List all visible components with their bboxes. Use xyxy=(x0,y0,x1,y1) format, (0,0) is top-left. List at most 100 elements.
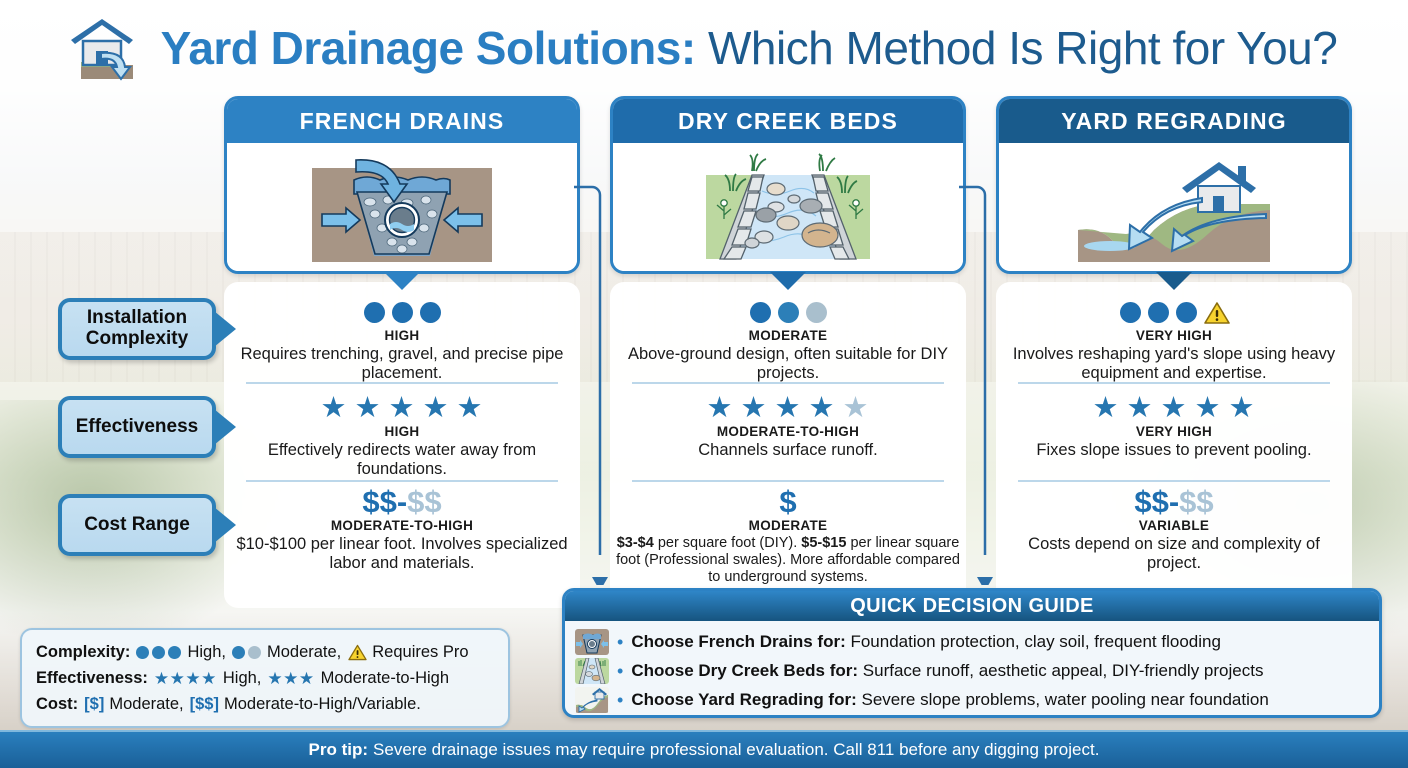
pro-tip-label: Pro tip: xyxy=(308,740,369,759)
complexity-desc-yard-regrading: Involves reshaping yard's slope using he… xyxy=(1012,345,1336,383)
legend-cost-one-text: Moderate, xyxy=(109,695,184,714)
complexity-dots-yard-regrading xyxy=(996,298,1352,326)
cost-symbol-dark: $$ xyxy=(362,483,397,519)
house-with-drainage-arrow-icon xyxy=(70,13,143,83)
quick-guide-text-french-drains: Choose French Drains for: Foundation pro… xyxy=(631,632,1221,652)
dot-filled xyxy=(391,301,413,323)
dot-filled xyxy=(363,301,385,323)
yard-regrading-thumb-icon xyxy=(575,686,609,713)
warning-triangle-icon xyxy=(1203,301,1230,324)
dot-filled xyxy=(1119,301,1141,323)
star-filled: ★ xyxy=(1194,391,1222,424)
effectiveness-desc-french-drains: Effectively redirects water away from fo… xyxy=(267,441,537,479)
complexity-rating-yard-regrading: VERY HIGH xyxy=(1135,328,1213,343)
legend-complexity-label: Complexity: xyxy=(36,643,131,661)
column-card-dry-creek-beds[interactable]: DRY CREEK BEDS xyxy=(610,96,966,274)
connector-dry-to-regrading xyxy=(959,185,993,585)
divider xyxy=(632,382,944,384)
row-label-cost-range[interactable]: Cost Range xyxy=(58,494,216,556)
divider xyxy=(1018,480,1330,482)
cost-symbol-separator: - xyxy=(1168,483,1180,519)
legend-complexity-moderate-text: Moderate, xyxy=(266,643,342,661)
quick-guide-text-yard-regrading: Choose Yard Regrading for: Severe slope … xyxy=(631,690,1269,710)
cost-symbols-yard-regrading: $$ - $$ xyxy=(996,483,1352,519)
divider xyxy=(246,480,558,482)
legend-stars-high: ★★★★ xyxy=(153,668,217,688)
dot-filled xyxy=(136,646,150,660)
star-filled: ★ xyxy=(388,391,416,424)
quick-guide-bold-dry-creek-beds: Choose Dry Creek Beds for: xyxy=(631,660,859,680)
legend-effectiveness-mod-text: Moderate-to-High xyxy=(320,669,450,688)
star-filled: ★ xyxy=(774,391,802,424)
cost-rating-dry-creek-beds: MODERATE xyxy=(748,518,828,533)
quick-guide-detail-dry-creek-beds: Surface runoff, aesthetic appeal, DIY-fr… xyxy=(858,660,1264,680)
star-filled: ★ xyxy=(808,391,836,424)
cost-desc-yard-regrading: Costs depend on size and complexity of p… xyxy=(1028,535,1320,573)
dot-empty xyxy=(247,646,261,660)
dot-filled xyxy=(152,646,166,660)
legend-box: Complexity: High, Moderate, Requires Pro xyxy=(20,628,510,728)
effectiveness-desc-yard-regrading: Fixes slope issues to prevent pooling. xyxy=(1036,441,1312,459)
dry-creek-bed-thumb-icon xyxy=(575,657,609,684)
metric-cost-yard-regrading: $$ - $$ VARIABLE Costs depend on size an… xyxy=(996,483,1352,574)
quick-decision-guide: QUICK DECISION GUIDE • Choose French Dra xyxy=(562,588,1382,718)
column-title-dry-creek-beds: DRY CREEK BEDS xyxy=(613,99,963,143)
column-title-french-drains: FRENCH DRAINS xyxy=(227,99,577,143)
cost-highlight: $3-$4 xyxy=(616,535,654,551)
metric-complexity-yard-regrading: VERY HIGH Involves reshaping yard's slop… xyxy=(996,298,1352,384)
bullet-icon: • xyxy=(617,660,624,681)
column-title-yard-regrading: YARD REGRADING xyxy=(999,99,1349,143)
row-label-text: Effectiveness xyxy=(75,415,199,437)
cost-symbols-french-drains: $$ - $$ xyxy=(224,483,580,519)
pro-tip-bar: Pro tip: Severe drainage issues may requ… xyxy=(0,730,1408,768)
effectiveness-stars-dry-creek-beds: ★ ★ ★ ★ ★ xyxy=(610,391,966,424)
cost-symbol-separator: - xyxy=(396,483,408,519)
complexity-desc-dry-creek-beds: Above-ground design, often suitable for … xyxy=(627,345,949,383)
detail-panel-dry-creek-beds xyxy=(610,282,966,608)
complexity-desc-french-drains: Requires trenching, gravel, and precise … xyxy=(240,345,564,383)
quick-guide-detail-yard-regrading: Severe slope problems, water pooling nea… xyxy=(856,689,1269,709)
page-title-bold: Yard Drainage Solutions: xyxy=(160,22,697,74)
row-label-effectiveness[interactable]: Effectiveness xyxy=(58,396,216,458)
dot-filled xyxy=(168,646,182,660)
star-filled: ★ xyxy=(456,391,484,424)
quick-guide-row-dry-creek-beds[interactable]: • Choose Dry Creek Beds for: Surface run… xyxy=(575,656,1369,685)
dot-filled xyxy=(419,301,441,323)
quick-decision-guide-title: QUICK DECISION GUIDE xyxy=(565,591,1379,621)
cost-symbol-light: $$ xyxy=(1179,483,1214,519)
legend-complexity-pro-text: Requires Pro xyxy=(372,643,469,661)
page-title: Yard Drainage Solutions: Which Method Is… xyxy=(161,21,1338,75)
metric-complexity-french-drains: HIGH Requires trenching, gravel, and pre… xyxy=(224,298,580,384)
column-pointer-french-drains xyxy=(384,272,420,290)
quick-guide-row-yard-regrading[interactable]: • Choose Yard Regrading for: Severe slop… xyxy=(575,685,1369,714)
legend-stars-moderate: ★★★ xyxy=(267,668,315,688)
divider xyxy=(1018,382,1330,384)
dry-creek-bed-illustration xyxy=(613,143,963,271)
row-label-text: Cost Range xyxy=(84,513,190,535)
cost-desc-french-drains: $10-$100 per linear foot. Involves speci… xyxy=(236,535,568,573)
cost-symbol-dark: $$ xyxy=(1134,483,1169,519)
effectiveness-stars-yard-regrading: ★ ★ ★ ★ ★ xyxy=(996,391,1352,424)
quick-guide-row-french-drains[interactable]: • Choose French Drains for: Foundation p… xyxy=(575,627,1369,656)
star-filled: ★ xyxy=(706,391,734,424)
dot-empty xyxy=(805,301,827,323)
legend-complexity-high-text: High, xyxy=(187,643,226,661)
dot-filled xyxy=(777,301,799,323)
quick-guide-text-dry-creek-beds: Choose Dry Creek Beds for: Surface runof… xyxy=(631,661,1263,681)
yard-regrading-slope-illustration xyxy=(999,143,1349,271)
cost-highlight: $5-$15 xyxy=(801,535,847,551)
dot-filled xyxy=(231,646,245,660)
quick-guide-bold-yard-regrading: Choose Yard Regrading for: xyxy=(631,689,857,709)
column-card-french-drains[interactable]: FRENCH DRAINS xyxy=(224,96,580,274)
metric-effectiveness-dry-creek-beds: ★ ★ ★ ★ ★ MODERATE-TO-HIGH Channels surf… xyxy=(610,391,966,460)
header: Yard Drainage Solutions: Which Method Is… xyxy=(0,0,1408,96)
row-label-tip xyxy=(214,507,236,543)
effectiveness-rating-french-drains: HIGH xyxy=(384,424,420,439)
legend-cost-one-token: [$] xyxy=(84,695,105,714)
quick-guide-detail-french-drains: Foundation protection, clay soil, freque… xyxy=(845,631,1221,651)
cost-symbol-dark: $ xyxy=(779,483,797,519)
column-card-yard-regrading[interactable]: YARD REGRADING xyxy=(996,96,1352,274)
